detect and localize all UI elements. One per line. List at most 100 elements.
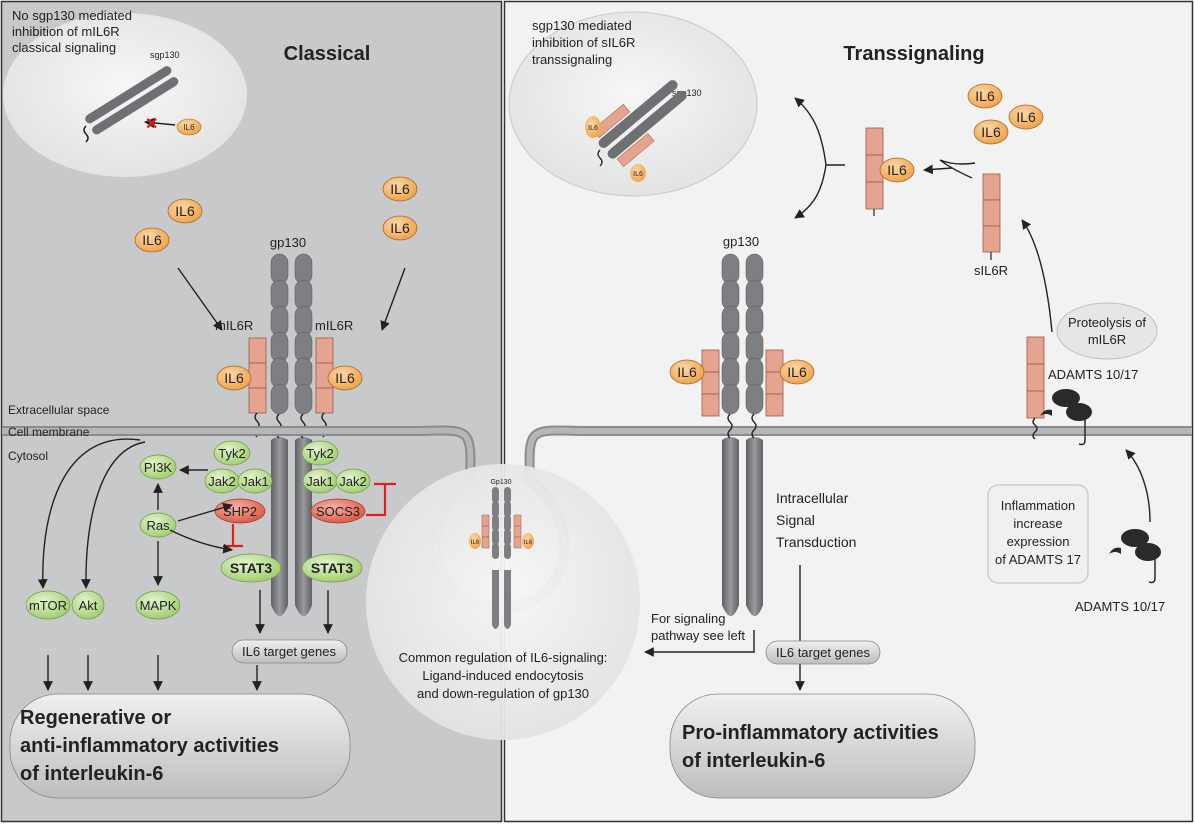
membrane-label: Cell membrane <box>8 425 90 439</box>
trans-outcome-line-1: Pro-inflammatory activities <box>682 722 939 744</box>
pi3k-label: PI3K <box>144 460 173 475</box>
trans-sgp130-label: sgp130 <box>672 88 702 98</box>
membrane-mil6r <box>1026 336 1045 419</box>
inflammation-box <box>987 484 1089 584</box>
bound-il6-label: IL6 <box>335 370 355 386</box>
ras-label: Ras <box>146 518 170 533</box>
sgp130-molecule-icon <box>85 66 179 135</box>
complex-il6-label: IL6 <box>887 162 907 178</box>
classical-sgp130-label: sgp130 <box>150 50 180 60</box>
trans-outcome-line-2: of interleukin-6 <box>682 750 825 772</box>
il6-label: IL6 <box>390 181 410 197</box>
endo-il6-label: IL6 <box>524 540 533 546</box>
endo-caption-line-2: Ligand-induced endocytosis <box>422 668 584 683</box>
kinase-cluster: Tyk2 Tyk2 Jak2 Jak1 Jak1 Jak2 SHP2 SOCS3… <box>204 440 371 583</box>
classical-target-genes-pill <box>231 639 348 664</box>
adamts-membrane-label: ADAMTS 10/17 <box>1048 367 1138 382</box>
jak1-label: Jak1 <box>241 474 268 489</box>
il6-label: IL6 <box>142 232 162 248</box>
blocked-cross-icon: ✕ <box>145 116 158 133</box>
trans-lower-arrows <box>644 565 805 691</box>
adamts-protease-icon <box>1040 389 1092 446</box>
cytosol-label: Cytosol <box>8 449 48 463</box>
free-adamts-icon <box>1109 529 1161 584</box>
jak2-label: Jak2 <box>208 474 235 489</box>
trans-bubble-il6: IL6 <box>588 125 598 132</box>
endo-gp130-label: Gp130 <box>490 479 511 486</box>
trans-outcome-box <box>669 693 976 799</box>
trans-top-arrows <box>794 97 1151 523</box>
sil6r-label: sIL6R <box>974 263 1008 278</box>
endo-il6-label: IL6 <box>471 540 480 546</box>
trans-gp130-label: gp130 <box>723 234 759 249</box>
classical-outcome-line-2: anti-inflammatory activities <box>20 735 279 757</box>
classical-arrows <box>37 438 333 691</box>
trans-sil6r-bound <box>701 349 784 417</box>
trans-bubble-line-3: transsignaling <box>532 52 612 67</box>
soluble-il6r <box>982 173 1001 253</box>
il6-label: IL6 <box>1016 109 1036 125</box>
endocytosis-bubble: IL6 IL6 Gp130 Common regulation of IL6-s… <box>366 464 640 740</box>
adamts-free-label: ADAMTS 10/17 <box>1075 599 1165 614</box>
tyk2-label: Tyk2 <box>306 446 333 461</box>
inflammation-line-3: expression <box>1007 534 1070 549</box>
trans-target-genes-pill <box>765 640 881 665</box>
socs3-label: SOCS3 <box>316 504 360 519</box>
classical-bubble-line-1: No sgp130 mediated <box>12 8 132 23</box>
stat3-label: STAT3 <box>311 560 353 576</box>
jak2-label: Jak2 <box>339 474 366 489</box>
akt-label: Akt <box>79 598 98 613</box>
il6-label: IL6 <box>390 220 410 236</box>
il6-label: IL6 <box>975 88 995 104</box>
classical-title: Classical <box>284 43 371 65</box>
classical-bubble-line-2: inhibition of mIL6R <box>12 24 120 39</box>
bubble-il6-label: IL6 <box>183 123 195 132</box>
trans-sgp130-bubble: sgp130 mediated inhibition of sIL6R tran… <box>508 11 758 197</box>
classical-bubble-line-3: classical signaling <box>12 40 116 55</box>
proteolysis-line-1: Proteolysis of <box>1068 315 1146 330</box>
trans-target-genes-label: IL6 target genes <box>776 645 870 660</box>
classical-sgp130-bubble: No sgp130 mediated inhibition of mIL6R c… <box>3 8 247 177</box>
trans-bubble-line-1: sgp130 mediated <box>532 18 632 33</box>
classical-outcome-box <box>9 693 351 799</box>
stat3-label: STAT3 <box>230 560 272 576</box>
bound-il6-label: IL6 <box>224 370 244 386</box>
mtor-label: mTOR <box>29 598 67 613</box>
proteolysis-bubble <box>1056 302 1158 360</box>
inflammation-line-1: Inflammation <box>1001 498 1075 513</box>
classical-mil6r-receptors <box>248 337 334 414</box>
trans-gp130-dimer <box>721 253 764 616</box>
mapk-label: MAPK <box>140 598 177 613</box>
sgp130-complex-icon <box>592 80 687 168</box>
endo-caption-line-1: Common regulation of IL6-signaling: <box>399 650 608 665</box>
classical-target-genes-label: IL6 target genes <box>242 644 336 659</box>
intracellular-line-1: Intracellular <box>776 490 849 506</box>
inflammation-line-2: increase <box>1013 516 1062 531</box>
trans-free-il6: IL6 IL6 IL6 <box>967 83 1044 145</box>
trans-bubble-line-2: inhibition of sIL6R <box>532 35 635 50</box>
classical-free-il6: IL6 IL6 IL6 IL6 <box>134 176 418 253</box>
trans-title: Transsignaling <box>843 43 984 65</box>
jak1-label: Jak1 <box>306 474 333 489</box>
endo-caption-line-3: and down-regulation of gp130 <box>417 686 589 701</box>
classical-gp130-label: gp130 <box>270 235 306 250</box>
trans-bubble-il6: IL6 <box>633 171 643 178</box>
classical-outcome-line-3: of interleukin-6 <box>20 763 163 785</box>
trans-bound-il6: IL6 <box>677 364 697 380</box>
classical-mil6r-left-label: mIL6R <box>215 318 253 333</box>
extracellular-label: Extracellular space <box>8 403 110 417</box>
il6-label: IL6 <box>175 203 195 219</box>
see-left-line-2: pathway see left <box>651 628 745 643</box>
inflammation-line-4: of ADAMTS 17 <box>995 552 1081 567</box>
tyk2-label: Tyk2 <box>218 446 245 461</box>
proteolysis-line-2: mIL6R <box>1088 332 1126 347</box>
intracellular-line-3: Transduction <box>776 534 856 550</box>
trans-bound-il6: IL6 <box>787 364 807 380</box>
il6-label: IL6 <box>981 124 1001 140</box>
see-left-line-1: For signaling <box>651 611 725 626</box>
classical-outcome-line-1: Regenerative or <box>20 707 171 729</box>
intracellular-line-2: Signal <box>776 512 815 528</box>
classical-mil6r-right-label: mIL6R <box>315 318 353 333</box>
downstream-kinases: PI3K Ras mTOR Akt MAPK <box>25 454 181 620</box>
